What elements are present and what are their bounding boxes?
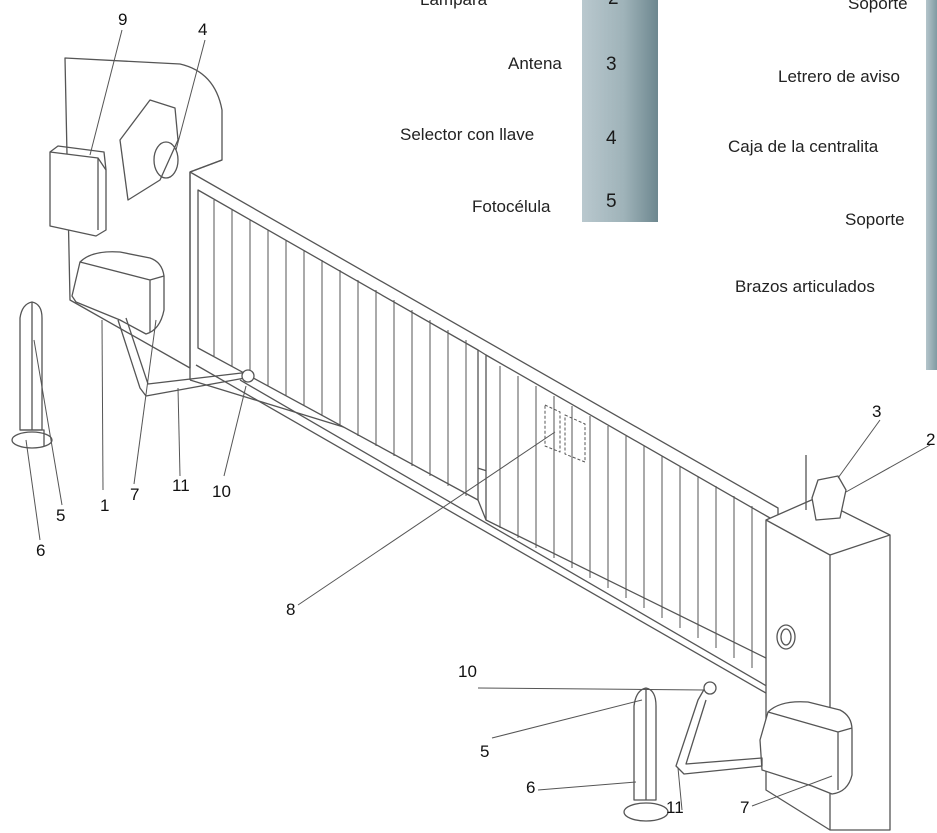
legend-label-4: Selector con llave — [400, 125, 535, 144]
callout-7-right: 7 — [740, 798, 750, 817]
callout-10-right: 10 — [458, 662, 477, 681]
callout-6-left: 6 — [36, 541, 46, 560]
callout-4: 4 — [198, 20, 208, 39]
legend-label-5: Fotocélula — [472, 197, 551, 216]
callout-1: 1 — [100, 496, 110, 515]
callout-11-right: 11 — [666, 798, 684, 817]
callout-5-left: 5 — [56, 506, 66, 525]
right-photocell-post — [623, 687, 669, 822]
legend-num-3: 3 — [606, 54, 617, 75]
legend-right-caja: Caja de la centralita — [728, 137, 879, 156]
gate-frame — [189, 171, 779, 701]
legend-label-3: Antena — [508, 54, 562, 73]
legend-right-soporte-2: Soporte — [845, 210, 905, 229]
left-motor — [71, 251, 165, 335]
callout-8: 8 — [286, 600, 296, 619]
left-articulated-arm — [117, 317, 255, 397]
legend-num-2: 2 — [608, 0, 619, 10]
legend-right-letrero: Letrero de aviso — [778, 67, 900, 86]
legend-band-left — [582, 0, 658, 222]
left-photocell-post — [11, 301, 53, 449]
legend-num-4: 4 — [606, 128, 617, 149]
callout-5-right: 5 — [480, 742, 490, 761]
legend-right-brazos: Brazos articulados — [735, 277, 875, 296]
legend-right-soporte-1: Soporte — [848, 0, 908, 13]
warning-sign — [544, 404, 586, 463]
legend-band-right — [926, 0, 937, 370]
legend-label-2: Lámpara — [420, 0, 487, 10]
legend-num-5: 5 — [606, 191, 617, 212]
callout-11-left: 11 — [172, 476, 190, 495]
right-motor — [759, 701, 853, 795]
callout-6-right: 6 — [526, 778, 536, 797]
callout-7-left: 7 — [130, 485, 140, 504]
callout-2: 2 — [926, 430, 936, 449]
leader-lines — [25, 29, 931, 811]
right-articulated-arm — [675, 681, 763, 775]
callout-3: 3 — [872, 402, 882, 421]
callout-9: 9 — [118, 10, 128, 29]
callout-10-left: 10 — [212, 482, 231, 501]
gate-bars-left — [213, 200, 467, 496]
